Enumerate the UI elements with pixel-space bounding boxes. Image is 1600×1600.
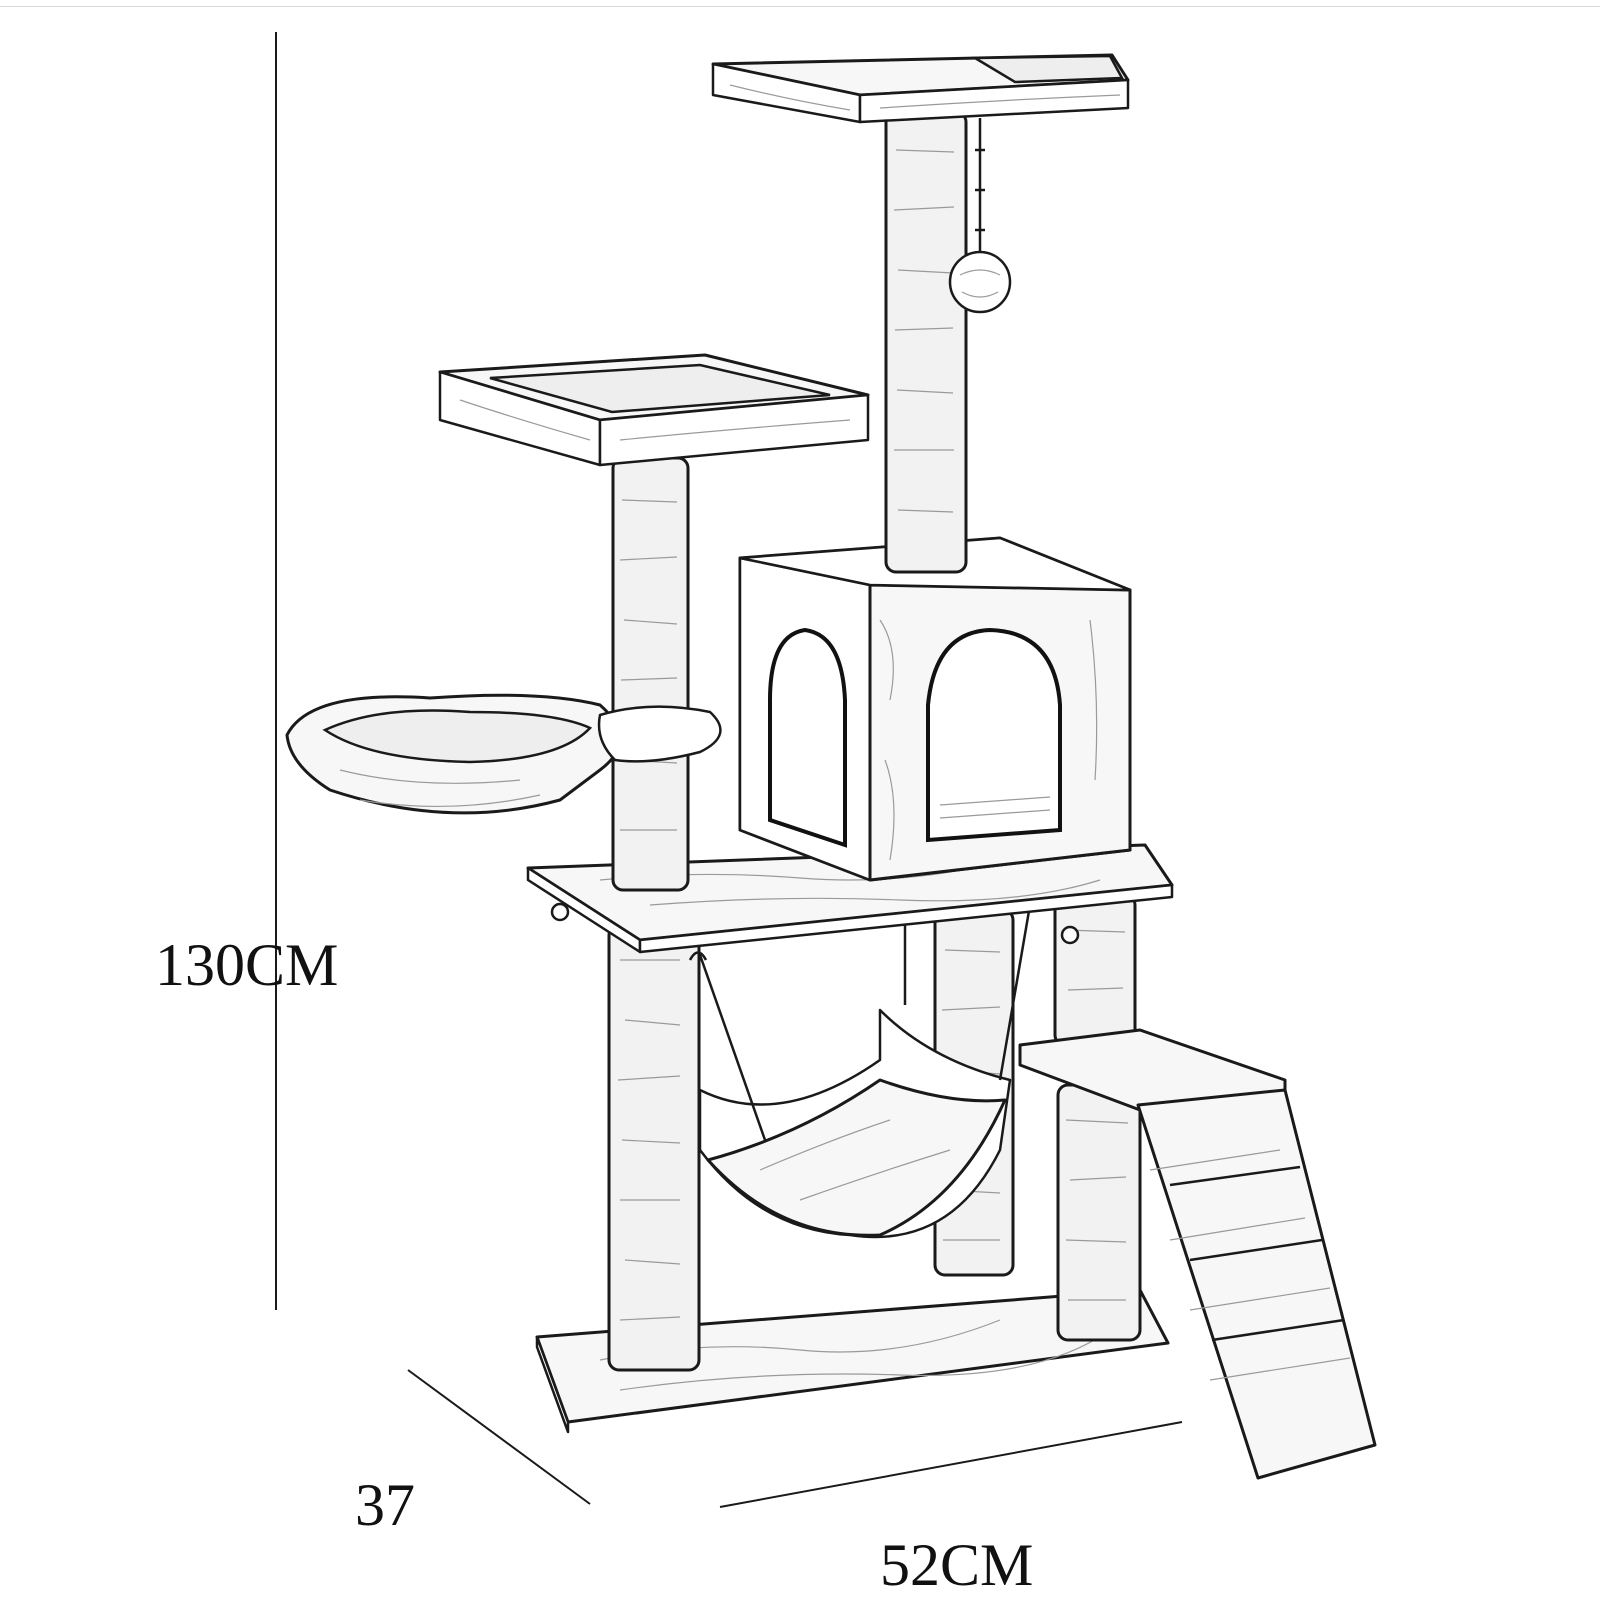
dangling-ball-toy (948, 118, 1012, 314)
top-perch (711, 53, 1130, 124)
lower-left-post (607, 923, 701, 1372)
condo-front-opening (926, 627, 1062, 843)
lower-right-post (1053, 893, 1142, 1342)
tall-center-post (884, 110, 968, 574)
basket-bed (285, 693, 722, 815)
depth-dimension-label: 37 (355, 1472, 415, 1538)
base-board (535, 1288, 1170, 1434)
condo-box (738, 536, 1132, 882)
hammock (688, 901, 1043, 1239)
top-border-line (0, 6, 1600, 7)
width-dimension-line (719, 1421, 1183, 1508)
basket-ring (597, 705, 722, 763)
height-dimension-label: 130CM (155, 932, 338, 998)
condo-left-opening (768, 627, 847, 848)
upper-left-post (611, 456, 690, 892)
side-ramp (1018, 1028, 1377, 1480)
width-dimension-label: 52CM (880, 1532, 1033, 1598)
depth-dimension-line (407, 1369, 591, 1505)
middle-perch (438, 353, 870, 467)
